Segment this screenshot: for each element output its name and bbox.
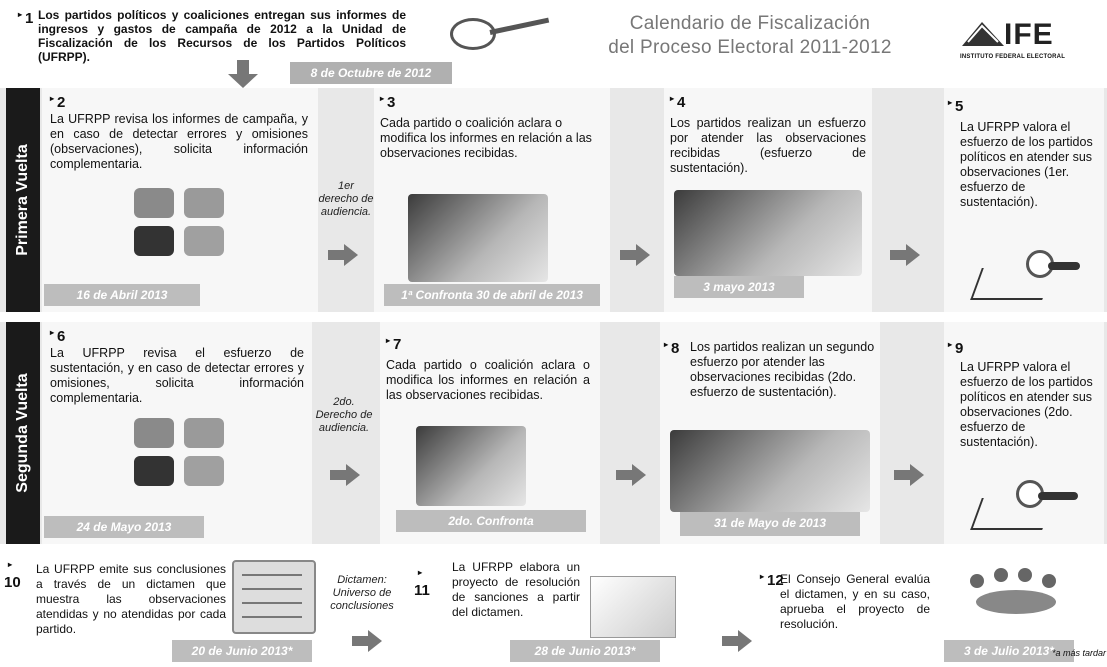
date-bar: 1ª Confronta 30 de abril de 2013 — [384, 284, 600, 306]
title-line-1: Calendario de Fiscalización — [629, 13, 871, 34]
calculator-photo — [670, 430, 870, 512]
arrow-right-icon — [330, 464, 362, 486]
magnifier-icon — [970, 248, 1084, 304]
arrow-right-icon — [352, 630, 384, 652]
warning-icon — [134, 456, 174, 486]
cursor-icon — [134, 418, 174, 448]
step-8: ▸8 Los partidos realizan un segundo esfu… — [660, 322, 880, 544]
audiencia-label: 1er derecho de audiencia. — [318, 180, 374, 218]
arrow-right-icon — [894, 464, 926, 486]
calculator-photo — [408, 194, 548, 282]
footnote: *a más tardar — [1051, 648, 1106, 658]
step-3: ▸3 Cada partido o coalición aclara o mod… — [374, 88, 610, 312]
row-label-primera-vuelta: Primera Vuelta — [6, 88, 40, 312]
step-4: ▸4 Los partidos realizan un esfuerzo por… — [664, 88, 872, 312]
audiencia-label: 2do. Derecho de audiencia. — [315, 396, 373, 434]
step-10: ▸10 La UFRPP emite sus conclusiones a tr… — [0, 558, 320, 664]
question-icon — [184, 226, 224, 256]
document-photo — [590, 576, 676, 638]
step-number: ▸1 — [18, 10, 34, 27]
date-bar: 31 de Mayo de 2013 — [680, 512, 860, 536]
arrow-right-icon — [328, 244, 360, 266]
review-icons — [134, 418, 230, 490]
ife-logo: IFE INSTITUTO FEDERAL ELECTORAL — [960, 18, 1066, 60]
calculator-photo — [674, 190, 862, 276]
step-7: ▸7 Cada partido o coalición aclara o mod… — [380, 322, 600, 544]
row-label-segunda-vuelta: Segunda Vuelta — [6, 322, 40, 544]
dictamen-note: Dictamen: Universo de conclusiones — [330, 574, 394, 612]
arrow-right-icon — [722, 630, 754, 652]
date-bar: 3 mayo 2013 — [674, 276, 804, 298]
checkmark-icon — [184, 418, 224, 448]
arrow-right-icon — [890, 244, 922, 266]
step-12: ▸12 El Consejo General evalúa el dictame… — [760, 558, 1106, 664]
date-bar: 20 de Junio 2013* — [172, 640, 312, 662]
arrow-right-icon — [616, 464, 648, 486]
date-bar: 16 de Abril 2013 — [44, 284, 200, 306]
magnifier-icon — [970, 478, 1084, 534]
arrow-right-icon — [620, 244, 652, 266]
step-11: ▸11 La UFRPP elabora un proyecto de reso… — [412, 558, 712, 664]
date-bar: 28 de Junio 2013* — [510, 640, 660, 662]
date-bar: 24 de Mayo 2013 — [44, 516, 204, 538]
checklist-icon — [232, 560, 316, 634]
council-icon — [956, 564, 1076, 624]
review-icons — [134, 188, 230, 260]
step-9: ▸9 La UFRPP valora el esfuerzo de los pa… — [944, 322, 1104, 544]
cursor-icon — [134, 188, 174, 218]
step-5: ▸5 La UFRPP valora el esfuerzo de los pa… — [944, 88, 1104, 312]
step-2: ▸2 La UFRPP revisa los informes de campa… — [42, 88, 318, 312]
down-arrow-icon — [228, 60, 258, 90]
warning-icon — [134, 226, 174, 256]
date-bar: 2do. Confronta — [396, 510, 586, 532]
calculator-photo — [416, 426, 526, 506]
step-text: Los partidos políticos y coaliciones ent… — [38, 8, 406, 64]
date-bar: 8 de Octubre de 2012 — [290, 62, 452, 84]
checkmark-icon — [184, 188, 224, 218]
question-icon — [184, 456, 224, 486]
date-bar: 3 de Julio 2013* — [944, 640, 1074, 662]
magnifier-icon — [440, 12, 550, 52]
step-6: ▸6 La UFRPP revisa el esfuerzo de susten… — [42, 322, 312, 544]
page-title: Calendario de Fiscalización del Proceso … — [560, 12, 940, 60]
step-1: ▸1 Los partidos políticos y coaliciones … — [18, 8, 408, 68]
title-line-2: del Proceso Electoral 2011-2012 — [608, 37, 892, 58]
